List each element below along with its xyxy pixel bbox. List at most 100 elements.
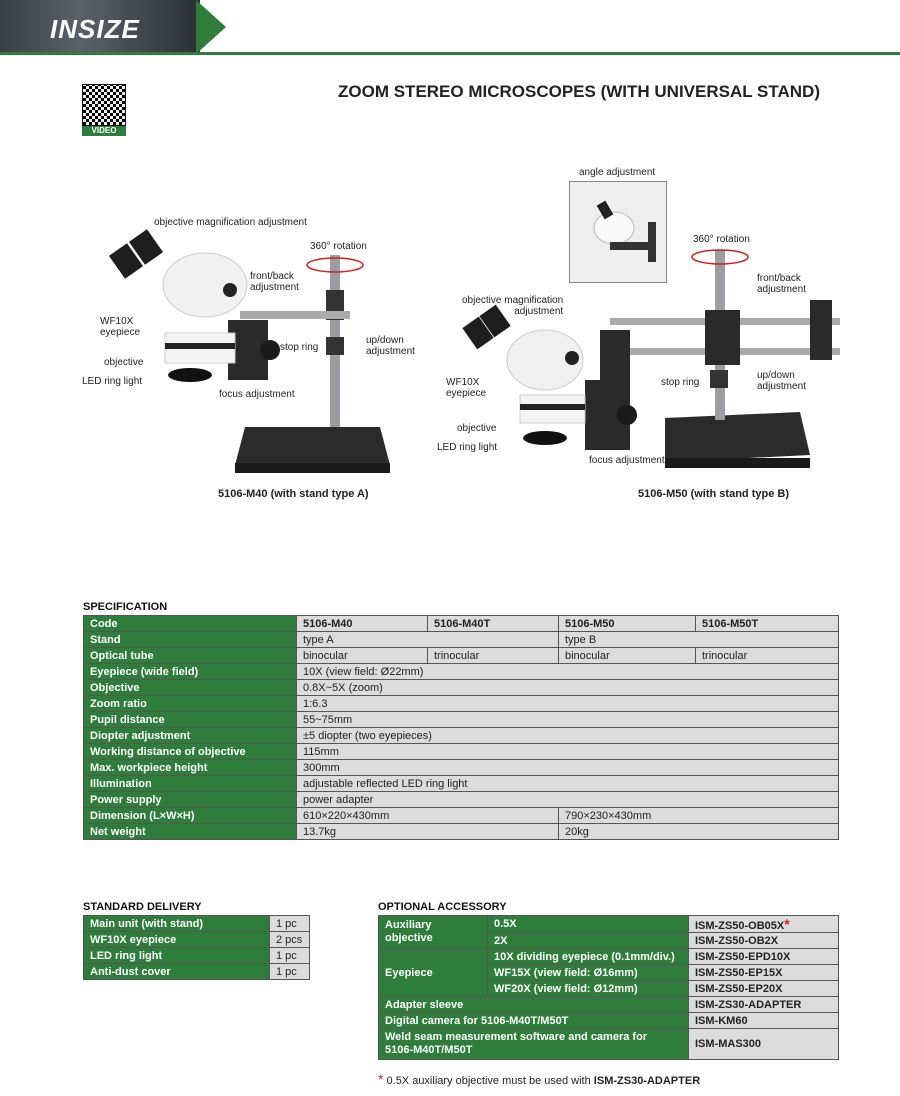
accessory-item: 2X (487, 932, 689, 949)
spec-value: type B (558, 631, 839, 648)
asterisk-mark: * (378, 1071, 384, 1087)
callout-a-rotation: 360° rotation (310, 241, 367, 252)
specification-title: SPECIFICATION (83, 601, 168, 613)
spec-value: adjustable reflected LED ring light (296, 775, 839, 792)
delivery-item: Anti-dust cover (83, 963, 270, 980)
spec-row-dimension: Dimension (L×W×H) 610×220×430mm 790×230×… (83, 807, 839, 824)
spec-label: Optical tube (83, 647, 297, 664)
accessory-item: WF20X (view field: Ø12mm) (487, 980, 689, 997)
spec-value: 1:6.3 (296, 695, 839, 712)
callout-a-up-down: up/down adjustment (366, 335, 415, 357)
standard-delivery-title: STANDARD DELIVERY (83, 901, 202, 913)
accessory-item: WF15X (view field: Ø16mm) (487, 964, 689, 981)
accessory-code: ISM-MAS300 (688, 1028, 839, 1060)
microscope-b-illustration (462, 249, 840, 468)
accessory-row: WF20X (view field: Ø12mm) ISM-ZS50-EP20X (379, 980, 839, 997)
accessory-row: 2X ISM-ZS50-OB2X (379, 932, 839, 949)
spec-label: Eyepiece (wide field) (83, 663, 297, 680)
spec-value: 20kg (558, 823, 839, 840)
spec-label: Dimension (L×W×H) (83, 807, 297, 824)
spec-value: 790×230×430mm (558, 807, 839, 824)
spec-label: Power supply (83, 791, 297, 808)
callout-a-stop-ring: stop ring (280, 342, 319, 353)
accessory-item: Digital camera for 5106-M40T/M50T (378, 1012, 689, 1029)
spec-code: 5106-M50T (695, 615, 839, 632)
spec-label: Stand (83, 631, 297, 648)
spec-value: type A (296, 631, 559, 648)
spec-value: 55~75mm (296, 711, 839, 728)
callout-b-stop-ring: stop ring (661, 377, 700, 388)
callout-b-objective: objective (457, 423, 497, 434)
accessory-row: Auxiliary objective 0.5X ISM-ZS50-OB05X* (378, 915, 839, 949)
spec-label: Pupil distance (83, 711, 297, 728)
accessory-code: ISM-ZS30-ADAPTER (688, 996, 839, 1013)
accessory-item: 0.5X (487, 915, 689, 933)
insize-logo: INSIZE (50, 14, 140, 44)
spec-row-stand: Stand type A type B (83, 631, 839, 648)
spec-value: 10X (view field: Ø22mm) (296, 663, 839, 680)
delivery-qty: 2 pcs (269, 931, 310, 948)
accessory-item: Weld seam measurement software and camer… (378, 1028, 689, 1060)
delivery-row: Main unit (with stand)1 pc (83, 915, 310, 932)
qr-code[interactable] (82, 84, 126, 126)
accessory-code: ISM-ZS50-EP15X (688, 964, 839, 981)
accessory-item: Adapter sleeve (378, 996, 689, 1013)
header-banner (0, 0, 200, 54)
accessory-group-label: Eyepiece (378, 948, 488, 997)
callout-b-angle: angle adjustment (579, 167, 656, 178)
spec-value: 0.8X~5X (zoom) (296, 679, 839, 696)
accessory-row: Adapter sleeve ISM-ZS30-ADAPTER (378, 996, 839, 1013)
accessory-row: Eyepiece 10X dividing eyepiece (0.1mm/di… (378, 948, 839, 997)
spec-code: 5106-M40 (296, 615, 428, 632)
spec-row: Eyepiece (wide field)10X (view field: Ø2… (83, 663, 839, 680)
specification-table: Code 5106-M40 5106-M40T 5106-M50 5106-M5… (83, 615, 839, 840)
delivery-qty: 1 pc (269, 963, 310, 980)
delivery-qty: 1 pc (269, 915, 310, 932)
microscope-a-illustration (108, 229, 390, 473)
accessory-group-label: Auxiliary objective (378, 915, 488, 949)
spec-label: Code (83, 615, 297, 632)
callout-a-objective: objective (104, 357, 144, 368)
page-title: ZOOM STEREO MICROSCOPES (WITH UNIVERSAL … (338, 82, 820, 101)
caption-b: 5106-M50 (with stand type B) (638, 488, 789, 500)
accessory-code: ISM-ZS50-OB2X (688, 932, 839, 949)
spec-value: 13.7kg (296, 823, 559, 840)
spec-value: binocular (558, 647, 696, 664)
spec-row-weight: Net weight 13.7kg 20kg (83, 823, 839, 840)
optional-accessory-title: OPTIONAL ACCESSORY (378, 901, 507, 913)
delivery-qty: 1 pc (269, 947, 310, 964)
spec-row: Diopter adjustment±5 diopter (two eyepie… (83, 727, 839, 744)
page-header: INSIZE (0, 0, 900, 56)
spec-value: 115mm (296, 743, 839, 760)
accessory-footnote: * 0.5X auxiliary objective must be used … (378, 1071, 700, 1087)
callout-a-eyepiece: WF10X eyepiece (100, 316, 141, 338)
accessory-item: 10X dividing eyepiece (0.1mm/div.) (487, 948, 689, 965)
spec-value: trinocular (427, 647, 559, 664)
header-arrow (196, 0, 226, 54)
spec-label: Max. workpiece height (83, 759, 297, 776)
accessory-code: ISM-ZS50-EP20X (688, 980, 839, 997)
callout-a-objective-magnification: objective magnification adjustment (154, 217, 307, 228)
callout-b-up-down: up/down adjustment (757, 370, 806, 392)
spec-code: 5106-M40T (427, 615, 559, 632)
header-rule (0, 52, 900, 55)
delivery-item: LED ring light (83, 947, 270, 964)
qr-video-label: VIDEO (82, 126, 126, 136)
accessory-row: Digital camera for 5106-M40T/M50T ISM-KM… (378, 1012, 839, 1029)
standard-delivery-table: Main unit (with stand)1 pc WF10X eyepiec… (83, 915, 310, 980)
callout-a-focus: focus adjustment (219, 389, 295, 400)
optional-accessory-table: Auxiliary objective 0.5X ISM-ZS50-OB05X*… (378, 915, 839, 1060)
spec-row-optical-tube: Optical tube binocular trinocular binocu… (83, 647, 839, 664)
spec-label: Illumination (83, 775, 297, 792)
angle-adjustment-inset (569, 181, 667, 283)
callout-b-objective-magnification: objective magnification adjustment (462, 295, 564, 317)
